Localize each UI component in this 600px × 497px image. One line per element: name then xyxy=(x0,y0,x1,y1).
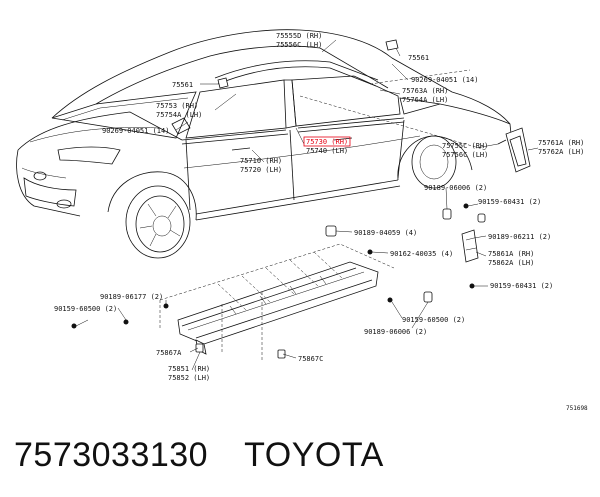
part-label: 90159-60500 (2) xyxy=(402,316,465,324)
part-footer: 7573033130 TOYOTA xyxy=(14,436,594,476)
part-label: 90189-04059 (4) xyxy=(354,229,417,237)
part-label: 75763A (RH) xyxy=(402,87,448,95)
part-label: 75867A xyxy=(156,349,182,357)
pillar-garnish-parts xyxy=(217,39,531,303)
parts-diagram: 75555D (RH) 75556C (LH) 75561 75561 9026… xyxy=(16,29,588,412)
part-label-highlighted: 75730 (RH) xyxy=(306,138,348,146)
part-label: 75720 (LH) xyxy=(240,166,282,174)
part-label: 90159-60431 (2) xyxy=(478,198,541,206)
callout-labels: 75555D (RH) 75556C (LH) 75561 75561 9026… xyxy=(54,32,588,412)
rocker-panel-assembly xyxy=(71,243,395,360)
leader-lines xyxy=(75,39,539,371)
part-label: 75762A (LH) xyxy=(538,148,584,156)
part-label: 75852 (LH) xyxy=(168,374,210,382)
part-number: 7573033130 xyxy=(14,436,209,474)
part-label: 75861A (RH) xyxy=(488,250,534,258)
part-label: 75753 (RH) xyxy=(156,102,198,110)
part-label: 75561 xyxy=(172,81,193,89)
highlight-box xyxy=(303,136,351,147)
part-label: 75561 xyxy=(408,54,429,62)
part-label: 90269-04051 (14) xyxy=(411,76,478,84)
car-illustration xyxy=(16,29,513,259)
part-label: 90269-04051 (14) xyxy=(102,127,169,135)
part-label: 75756C (LH) xyxy=(442,151,488,159)
part-label: 75754A (LH) xyxy=(156,111,202,119)
part-label: 75556C (LH) xyxy=(276,41,322,49)
part-label: 75761A (RH) xyxy=(538,139,584,147)
brand-name: TOYOTA xyxy=(244,436,384,474)
part-label: 90159-60500 (2) xyxy=(54,305,117,313)
part-label: 75867C xyxy=(298,355,323,363)
part-label: 75851 (RH) xyxy=(168,365,210,373)
part-label: 75555D (RH) xyxy=(276,32,322,40)
part-label: 90159-60431 (2) xyxy=(490,282,553,290)
part-label: 90189-06211 (2) xyxy=(488,233,551,241)
part-label: 75862A (LH) xyxy=(488,259,534,267)
part-label: 90189-06177 (2) xyxy=(100,293,163,301)
figure-code: 751698 xyxy=(566,405,588,412)
part-label: 75755C (RH) xyxy=(442,142,488,150)
part-label: 75710 (RH) xyxy=(240,157,282,165)
part-label: 75764A (LH) xyxy=(402,96,448,104)
part-label: 75740 (LH) xyxy=(306,147,348,155)
part-label: 90189-06006 (2) xyxy=(424,184,487,192)
part-label: 90189-06006 (2) xyxy=(364,328,427,336)
part-label: 90162-40035 (4) xyxy=(390,250,453,258)
